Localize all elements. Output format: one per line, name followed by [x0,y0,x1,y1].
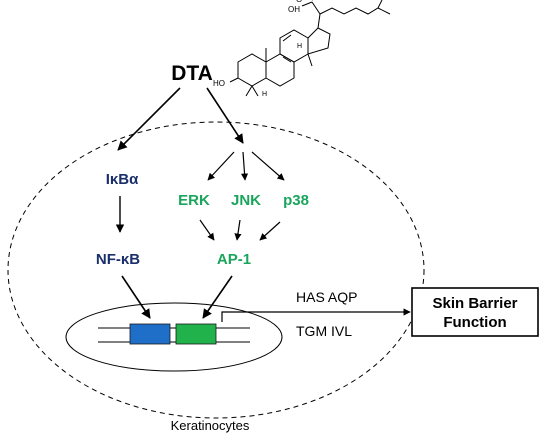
genes-line-2: TGM IVL [296,323,352,339]
molecule-label-h2: H [297,43,302,50]
arrow-dta-to-ikba [117,87,181,151]
outcome-box [411,287,539,337]
nfkb-label: NF-κB [96,251,140,268]
nfkb-gene-block [129,323,171,345]
molecule-label-h1: H [262,91,267,98]
molecule-label-o: O [296,0,302,4]
arrow-jnk-to-ap1 [234,219,242,241]
keratinocyte-cell-outline [7,121,425,419]
ikba-label: IκBα [106,171,139,188]
ap1-label: AP-1 [217,251,251,268]
compound-label: DTA [171,62,213,85]
molecule-structure-icon [229,0,391,97]
erk-label: ERK [178,192,210,209]
ap1-gene-block [175,323,217,345]
arrow-nfkb-to-gene [121,275,151,319]
nucleus-outline [65,302,283,372]
arrow-erk-to-ap1 [199,219,215,241]
arrow-to-jnk [240,151,249,181]
cell-label: Keratinocytes [171,418,250,433]
outcome-line-2: Function [443,314,506,331]
molecule-label-ho: HO [213,79,225,88]
arrow-to-p38 [251,151,285,181]
arrow-genes-to-outcome [221,308,411,322]
jnk-label: JNK [231,192,261,209]
arrow-p38-to-ap1 [259,221,281,241]
genes-line-1: HAS AQP [296,289,357,305]
arrow-to-erk [207,151,235,181]
arrow-dta-to-kinases [206,87,244,144]
molecule-label-oh: OH [288,5,300,14]
p38-label: p38 [283,192,309,209]
arrow-ap1-to-gene [202,275,233,319]
outcome-line-1: Skin Barrier [432,295,517,312]
